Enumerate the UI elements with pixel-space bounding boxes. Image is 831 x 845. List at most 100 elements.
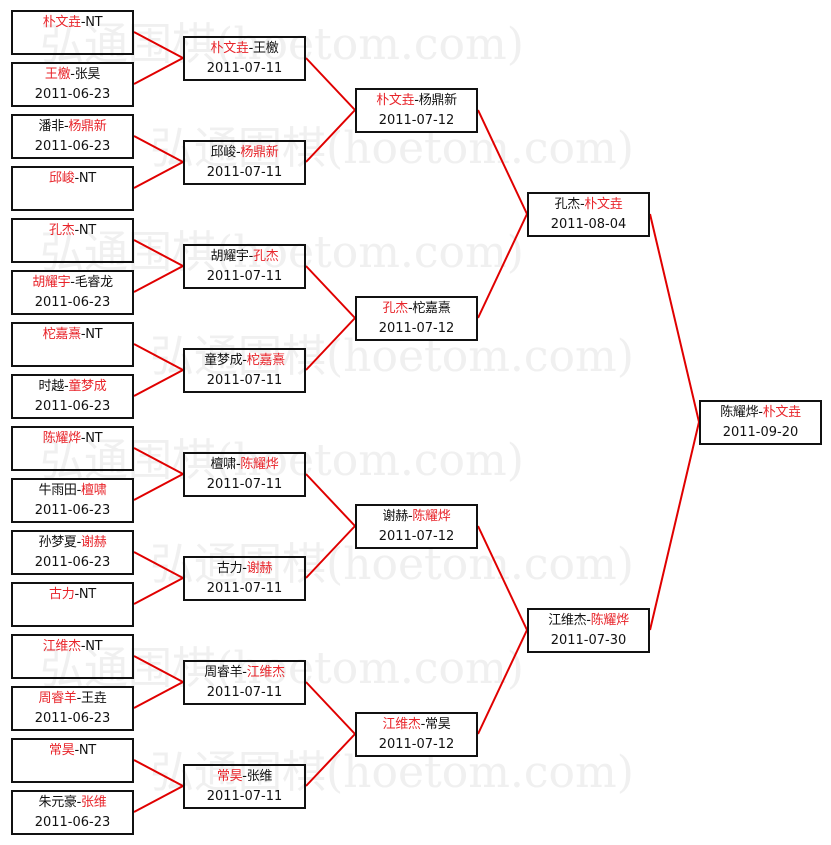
match-date: 2011-06-23 — [34, 87, 111, 102]
match-box-round-1[interactable]: 江维杰-NT — [11, 634, 134, 679]
connector-line — [477, 213, 528, 319]
connector-line — [477, 525, 528, 631]
separator: - — [76, 535, 82, 550]
connector-line — [649, 421, 700, 631]
player-a: 邱峻 — [49, 171, 75, 186]
player-b: 陈耀烨 — [590, 613, 629, 628]
match-box-round-2[interactable]: 古力-谢赫 2011-07-11 — [183, 556, 306, 601]
player-b: 谢赫 — [246, 561, 273, 576]
separator: - — [80, 639, 86, 654]
match-box-round-1[interactable]: 朴文垚-NT — [11, 10, 134, 55]
connector-line — [305, 109, 356, 163]
player-b: NT — [85, 431, 103, 446]
separator: - — [74, 587, 79, 602]
separator: - — [74, 223, 79, 238]
match-players: 常昊-张维 — [185, 767, 304, 787]
separator: - — [407, 509, 413, 524]
player-a: 胡耀宇 — [210, 249, 249, 264]
match-box-round-1[interactable]: 古力-NT — [11, 582, 134, 627]
separator: - — [76, 691, 82, 706]
player-a: 陈耀烨 — [42, 431, 81, 446]
match-box-round-1[interactable]: 陈耀烨-NT — [11, 426, 134, 471]
match-date: 2011-07-11 — [206, 581, 283, 596]
match-date: 2011-06-23 — [34, 399, 111, 414]
player-b: NT — [85, 327, 103, 342]
connector-line — [133, 447, 184, 475]
separator: - — [70, 275, 75, 290]
match-box-round-1[interactable]: 邱峻-NT — [11, 166, 134, 211]
separator: - — [579, 197, 585, 212]
player-b: NT — [85, 15, 103, 30]
match-players: 朱元豪-张维 — [13, 793, 132, 813]
separator: - — [414, 93, 419, 108]
match-box-round-1[interactable]: 柁嘉熹-NT — [11, 322, 134, 367]
match-date: 2011-07-11 — [206, 477, 283, 492]
connector-line — [305, 317, 356, 371]
match-date: 2011-06-23 — [34, 295, 111, 310]
separator: - — [63, 119, 69, 134]
connector-line — [133, 577, 184, 605]
separator: - — [242, 561, 247, 576]
connector-line — [133, 343, 184, 371]
connector-line — [133, 551, 184, 579]
connector-line — [133, 473, 184, 501]
player-a: 朴文垚 — [210, 41, 249, 56]
match-players: 周睿羊-王垚 — [13, 689, 132, 709]
connector-line — [649, 213, 700, 423]
match-players: 江维杰-常昊 — [357, 715, 476, 735]
match-box-round-1[interactable]: 孔杰-NT — [11, 218, 134, 263]
player-a: 古力 — [49, 587, 75, 602]
connector-line — [305, 473, 356, 527]
connector-line — [133, 239, 184, 267]
separator: - — [80, 431, 86, 446]
player-a: 古力 — [216, 561, 243, 576]
player-b: 江维杰 — [246, 665, 285, 680]
player-a: 王檄 — [44, 67, 71, 82]
player-b: 孔杰 — [253, 249, 279, 264]
connector-line — [133, 369, 184, 397]
player-a: 孔杰 — [382, 301, 409, 316]
match-players: 谢赫-陈耀烨 — [357, 507, 476, 527]
match-players: 邱峻-NT — [13, 169, 132, 189]
match-date: 2011-06-23 — [34, 711, 111, 726]
match-players: 古力-NT — [13, 585, 132, 605]
separator: - — [586, 613, 591, 628]
player-a: 潘非 — [38, 119, 65, 134]
match-box-round-1[interactable]: 周睿羊-王垚 2011-06-23 — [11, 686, 134, 731]
player-a: 陈耀烨 — [720, 405, 759, 420]
separator: - — [70, 67, 75, 82]
player-a: 江维杰 — [548, 613, 587, 628]
separator: - — [242, 769, 247, 784]
match-players: 孔杰-柁嘉熹 — [357, 299, 476, 319]
separator: - — [80, 327, 86, 342]
player-a: 童梦成 — [204, 353, 243, 368]
separator: - — [248, 249, 254, 264]
connector-line — [133, 57, 184, 85]
player-b: 常昊 — [425, 717, 451, 732]
player-a: 孙梦夏 — [38, 535, 77, 550]
match-box-round-1[interactable]: 常昊-NT — [11, 738, 134, 783]
connector-line — [477, 629, 528, 735]
connector-line — [305, 265, 356, 319]
